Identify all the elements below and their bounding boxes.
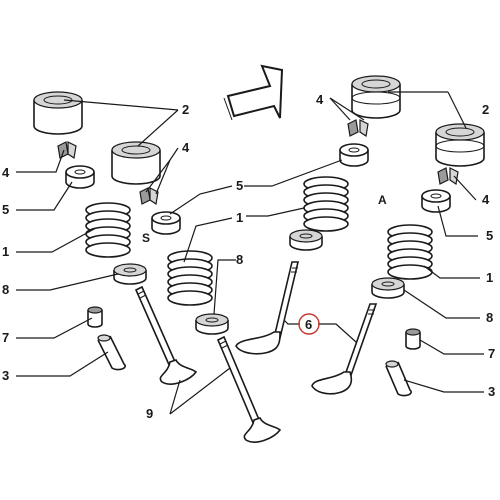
retainer-left-lower[interactable] [195,313,229,335]
tappet-right-upper[interactable] [351,75,401,119]
spring-center[interactable] [303,176,349,232]
guide-right[interactable] [385,360,412,397]
tappet-left-lower[interactable] [111,141,161,185]
guide-left[interactable] [97,334,126,371]
callout-8-left-b[interactable]: 8 [236,252,243,267]
retainer-right[interactable] [371,277,405,299]
collet-right-lower[interactable] [437,167,459,186]
tappet-left-upper[interactable] [33,91,83,135]
callout-1-left-a[interactable]: 1 [2,244,9,259]
valve-center-selected[interactable] [235,261,300,355]
valve-left-lower[interactable] [216,335,282,443]
retainer-left-upper[interactable] [113,263,147,285]
callout-5-left-a[interactable]: 5 [2,202,9,217]
callout-8-left-a[interactable]: 8 [2,282,9,297]
callout-4-right-a[interactable]: 4 [316,92,324,107]
selected-part-ring [298,313,320,335]
spring-left-upper[interactable] [85,202,131,258]
collet-left-upper[interactable] [57,141,77,160]
tappet-right-lower[interactable] [435,123,485,167]
callout-3-right[interactable]: 3 [488,384,495,399]
side-label-s: S [142,231,150,245]
guide-seal-right[interactable] [405,328,421,350]
callout-6[interactable]: 6 [305,317,312,332]
leader-lines [16,91,484,415]
retainer-center[interactable] [289,229,323,251]
callout-4-left-a[interactable]: 4 [2,165,10,180]
seal-left-upper[interactable] [65,165,95,189]
callout-9[interactable]: 9 [146,406,153,421]
collet-left-lower[interactable] [139,187,159,206]
callout-2-right[interactable]: 2 [482,102,489,117]
callout-4-left-b[interactable]: 4 [182,140,190,155]
callout-8-right[interactable]: 8 [486,310,493,325]
valve-left-upper[interactable] [134,285,198,385]
callout-3-left[interactable]: 3 [2,368,9,383]
callout-2-left[interactable]: 2 [182,102,189,117]
guide-seal-left[interactable] [87,306,103,328]
seal-left-lower[interactable] [151,211,181,235]
seal-center[interactable] [339,143,369,167]
callout-4-right-b[interactable]: 4 [482,192,490,207]
callout-7-right[interactable]: 7 [488,346,495,361]
valve-right[interactable] [311,303,378,395]
callout-1-left-b[interactable]: 1 [236,210,243,225]
arrow-icon [223,64,284,121]
spring-left-lower[interactable] [167,250,213,306]
callout-7-left[interactable]: 7 [2,330,9,345]
collet-right-upper[interactable] [347,119,369,138]
seal-right-lower[interactable] [421,189,451,213]
callout-5-right[interactable]: 5 [486,228,493,243]
spring-right[interactable] [387,224,433,280]
callout-1-right[interactable]: 1 [486,270,493,285]
side-label-a: A [378,193,387,207]
callout-5-left-b[interactable]: 5 [236,178,243,193]
